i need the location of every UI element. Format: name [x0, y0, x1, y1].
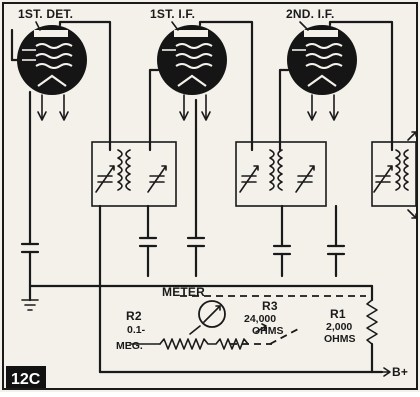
label-figure-id: 12C — [11, 371, 41, 388]
meter-circuit — [98, 284, 391, 377]
pointer-arrow — [171, 21, 179, 31]
figure-id-badge — [6, 366, 46, 388]
label-r1-value-b: OHMS — [324, 333, 356, 345]
label-r2-value-b: MEG. — [116, 340, 143, 352]
label-2nd-if: 2ND. I.F. — [286, 7, 334, 21]
label-r3-name: R3 — [262, 299, 278, 313]
label-r2-name: R2 — [126, 309, 142, 323]
label-r1-name: R1 — [330, 307, 346, 321]
label-r2-value-a: 0.1- — [127, 324, 146, 336]
label-meter: METER — [162, 285, 205, 299]
pointer-arrow — [35, 21, 41, 31]
if-transformer-3 — [371, 131, 417, 219]
tube-1st-if — [157, 25, 227, 95]
tube-1st-det — [17, 25, 87, 95]
label-b-plus: B+ — [392, 365, 408, 379]
label-1st-if: 1ST. I.F. — [150, 7, 195, 21]
bypass-capacitors — [10, 28, 374, 311]
frame — [2, 2, 418, 390]
label-r3-value-a: 24,000 — [244, 313, 276, 325]
label-r1-value-a: 2,000 — [326, 321, 352, 333]
pointer-arrow — [299, 21, 309, 31]
tube-2nd-if — [287, 25, 357, 95]
label-1st-det: 1ST. DET. — [18, 7, 73, 21]
tube-leads — [10, 20, 394, 152]
if-transformer-1 — [91, 141, 177, 207]
label-r3-value-b: OHMS — [252, 325, 284, 337]
if-transformer-2 — [235, 141, 327, 207]
